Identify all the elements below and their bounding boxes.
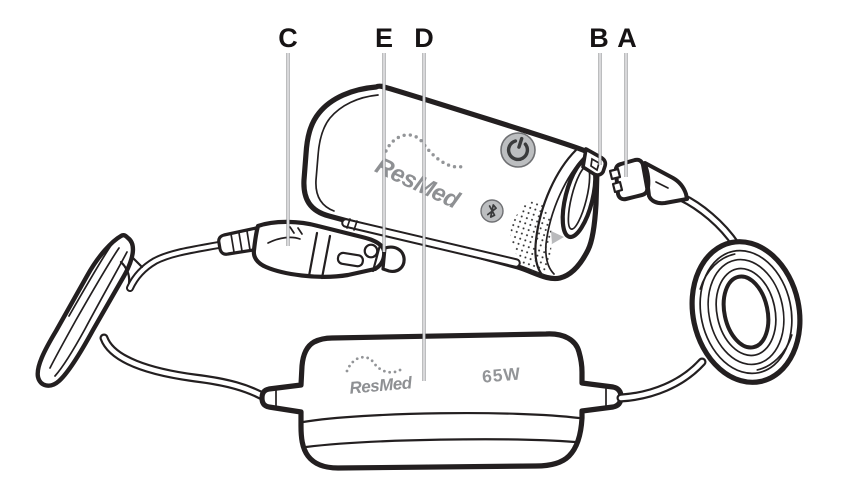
stipple-texture <box>510 199 552 277</box>
airmini-device: ResMed <box>301 83 608 282</box>
bluetooth-button <box>480 199 504 223</box>
coiled-cable <box>689 239 803 385</box>
adapter-slot <box>336 251 365 268</box>
power-icon <box>506 136 530 162</box>
plug-head <box>613 157 650 202</box>
plug-pin <box>608 167 622 181</box>
callout-lines <box>286 53 628 381</box>
adapter-contact <box>363 243 379 259</box>
callout-labels: C E D B A <box>278 23 637 53</box>
callout-label-a: A <box>617 23 637 53</box>
callout-label-d: D <box>414 23 434 53</box>
adapter-tip <box>381 245 406 273</box>
input-cable <box>99 333 269 402</box>
power-cord-plug <box>608 157 689 206</box>
adapter-cable <box>126 240 228 292</box>
cable-bundle <box>35 232 144 388</box>
resmed-swoosh-icon <box>345 355 405 374</box>
output-cable <box>616 357 707 403</box>
power-button <box>500 132 536 168</box>
psu-power-rating: 65W <box>481 363 522 386</box>
device-bottom-rail <box>341 218 521 268</box>
device-power-inlet <box>581 147 608 177</box>
power-supply-unit: ResMed 65W <box>259 331 624 471</box>
bluetooth-icon <box>486 204 497 218</box>
plug-boot <box>643 161 689 206</box>
callout-label-c: C <box>278 23 298 53</box>
callout-label-e: E <box>375 23 393 53</box>
plug-pin <box>611 180 624 194</box>
psu-body <box>259 331 624 471</box>
callout-label-b: B <box>589 23 609 53</box>
